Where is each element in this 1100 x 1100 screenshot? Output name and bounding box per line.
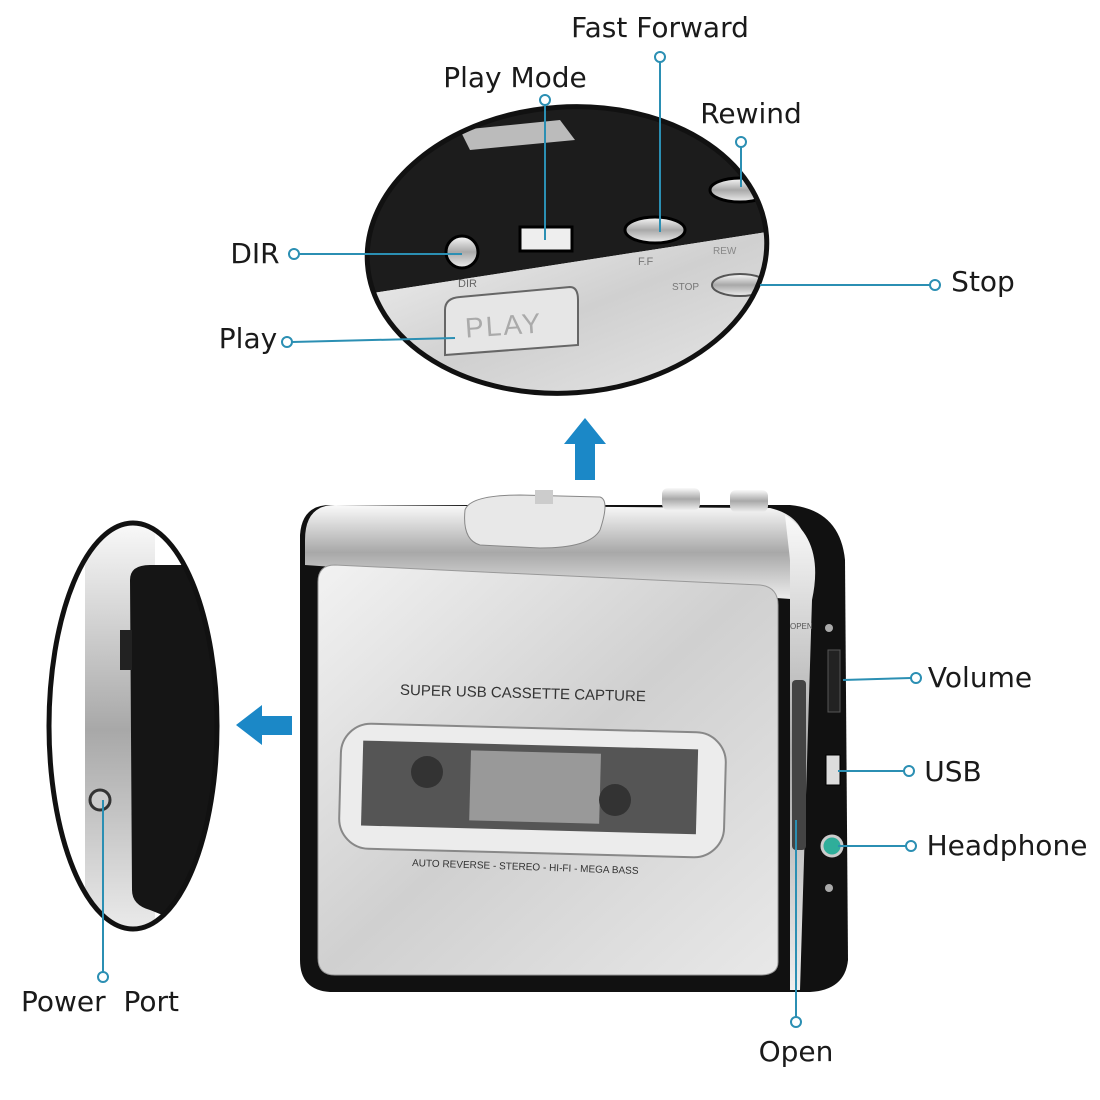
dir-button bbox=[444, 234, 480, 270]
dir-text: DIR bbox=[458, 278, 477, 290]
label-play-mode: Play Mode bbox=[443, 61, 587, 94]
arrow-up-icon bbox=[564, 418, 606, 480]
label-fast-forward: Fast Forward bbox=[571, 11, 749, 44]
label-rewind: Rewind bbox=[700, 97, 802, 130]
play-button-text: PLAY bbox=[463, 307, 544, 344]
ff-button bbox=[623, 215, 687, 245]
label-headphone: Headphone bbox=[926, 829, 1088, 862]
callout-lines bbox=[97, 51, 941, 1028]
label-stop: Stop bbox=[951, 265, 1015, 298]
stop-text: STOP bbox=[672, 282, 700, 293]
power-port bbox=[88, 788, 112, 812]
arrow-left-icon bbox=[236, 705, 292, 745]
side-zoom bbox=[49, 523, 217, 929]
label-dir: DIR bbox=[230, 237, 280, 270]
open-text: OPEN bbox=[790, 622, 813, 631]
volume-wheel bbox=[827, 649, 841, 713]
label-power-port: Power Port bbox=[21, 985, 179, 1018]
usb-port bbox=[825, 754, 841, 786]
rew-text: REW bbox=[713, 246, 737, 257]
cassette-player bbox=[300, 488, 848, 992]
top-controls-zoom bbox=[360, 100, 777, 400]
label-open: Open bbox=[758, 1035, 834, 1068]
play-button bbox=[444, 285, 579, 357]
label-volume: Volume bbox=[927, 661, 1033, 694]
label-play: Play bbox=[218, 322, 278, 355]
open-slider bbox=[792, 680, 806, 850]
label-usb: USB bbox=[924, 755, 982, 788]
ff-text: F.F bbox=[638, 256, 654, 268]
